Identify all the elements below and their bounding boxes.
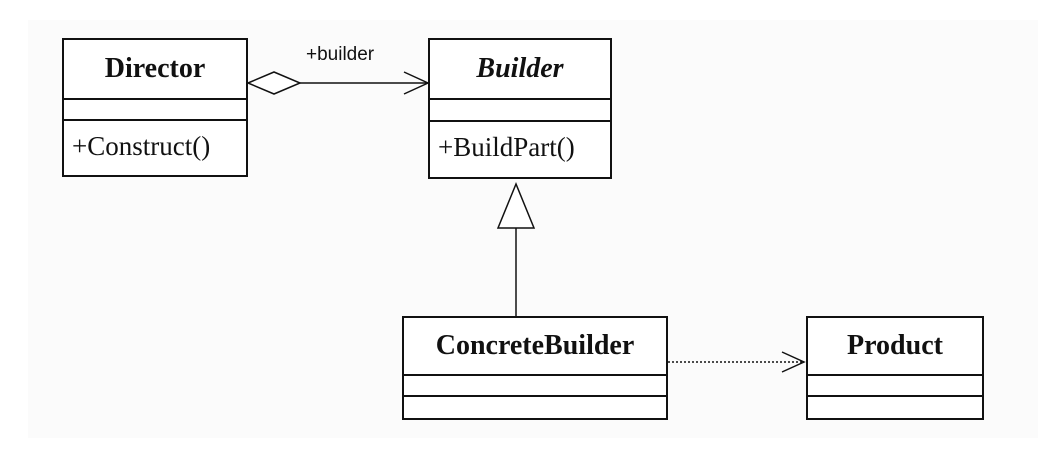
attributes-compartment: [64, 100, 246, 121]
dependency-arrowhead: [781, 351, 806, 373]
class-product[interactable]: Product: [806, 316, 984, 420]
class-name: Builder: [430, 40, 610, 100]
attributes-compartment: [404, 376, 666, 397]
class-name: Director: [64, 40, 246, 100]
class-concrete-builder[interactable]: ConcreteBuilder: [402, 316, 668, 420]
class-builder[interactable]: Builder +BuildPart(): [428, 38, 612, 179]
aggregation-role-label: +builder: [306, 44, 375, 65]
aggregation-diamond: [246, 71, 302, 95]
class-director[interactable]: Director +Construct(): [62, 38, 248, 177]
attributes-compartment: [430, 100, 610, 122]
operation: +BuildPart(): [438, 132, 575, 162]
operations-compartment: [808, 397, 982, 418]
operation: +Construct(): [72, 131, 211, 161]
class-name: Product: [808, 318, 982, 376]
attributes-compartment: [808, 376, 982, 397]
class-name: ConcreteBuilder: [404, 318, 666, 376]
operations-compartment: [404, 397, 666, 418]
inheritance-triangle: [496, 182, 536, 229]
